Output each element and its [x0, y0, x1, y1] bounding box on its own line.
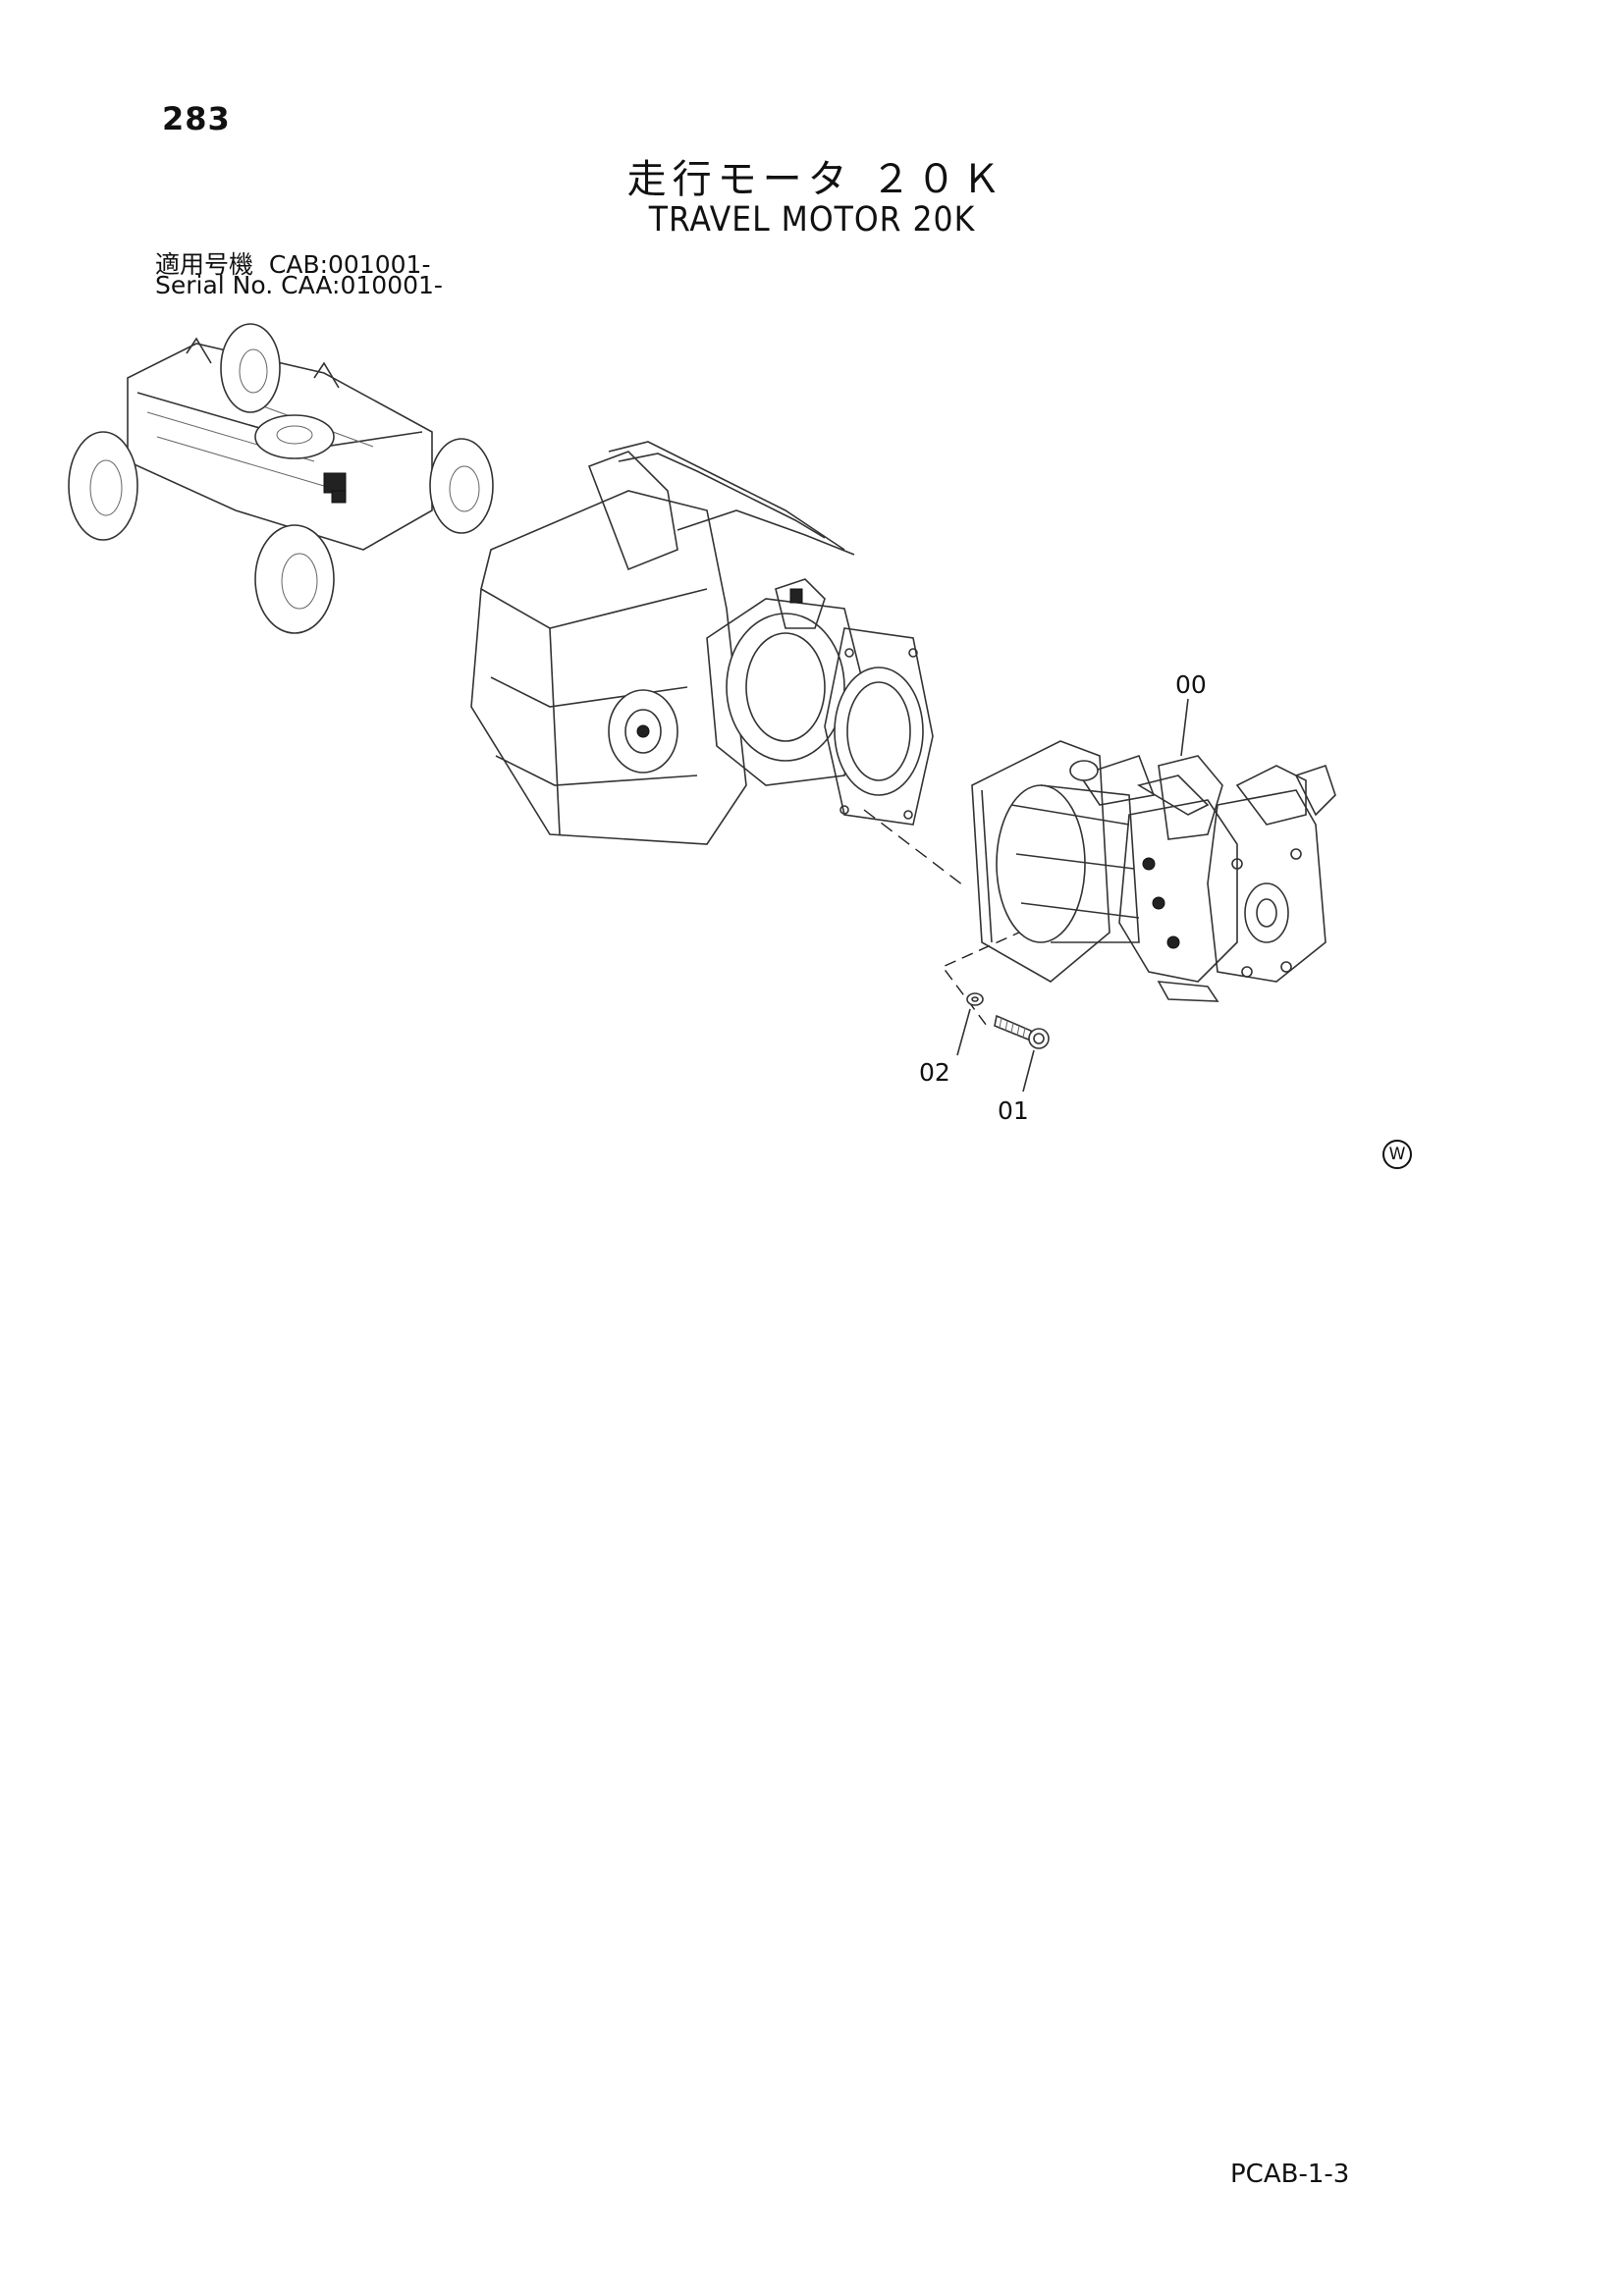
callout-leader-lines — [956, 698, 1189, 1093]
travel-motor-illustration — [971, 740, 1336, 1002]
assembly-guide-lines — [863, 809, 1042, 1027]
callout-label-washer: 02 — [919, 1058, 950, 1087]
page-number: 283 — [162, 100, 231, 137]
callout-label-motor: 00 — [1175, 670, 1207, 699]
washer-and-bolt-illustration — [966, 992, 1050, 1049]
serial-number-line: Serial No. CAA:010001- — [155, 271, 443, 299]
diagram-title-japanese: 走行モータ ２０Ｋ — [626, 157, 1007, 202]
footer-page-code: PCAB-1-3 — [1230, 2160, 1350, 2189]
gearbox-housing-illustration — [470, 441, 934, 845]
callout-label-bolt: 01 — [998, 1096, 1029, 1125]
diagram-title-english: TRAVEL MOTOR 20K — [648, 200, 976, 240]
circled-w-mark: W — [1382, 1140, 1412, 1169]
vehicle-overview-illustration — [68, 323, 494, 634]
serial-applicability-line: 適用号機 CAB:001001- — [155, 250, 431, 279]
